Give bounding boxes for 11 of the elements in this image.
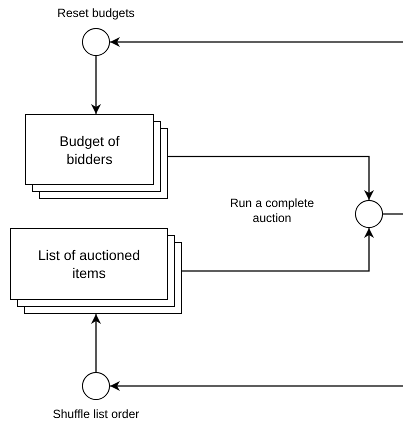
node-label: Run a complete auction (228, 196, 316, 226)
node-label: Reset budgets (56, 6, 136, 21)
arrow (182, 228, 374, 272)
arrow (91, 56, 101, 114)
node-label: Shuffle list order (52, 407, 140, 422)
box-label: Budget of bidders (58, 132, 120, 168)
arrow (168, 156, 374, 200)
arrow (91, 314, 101, 372)
box-label: List of auctioned items (37, 246, 141, 282)
arrow (110, 381, 403, 391)
arrow (110, 37, 403, 47)
